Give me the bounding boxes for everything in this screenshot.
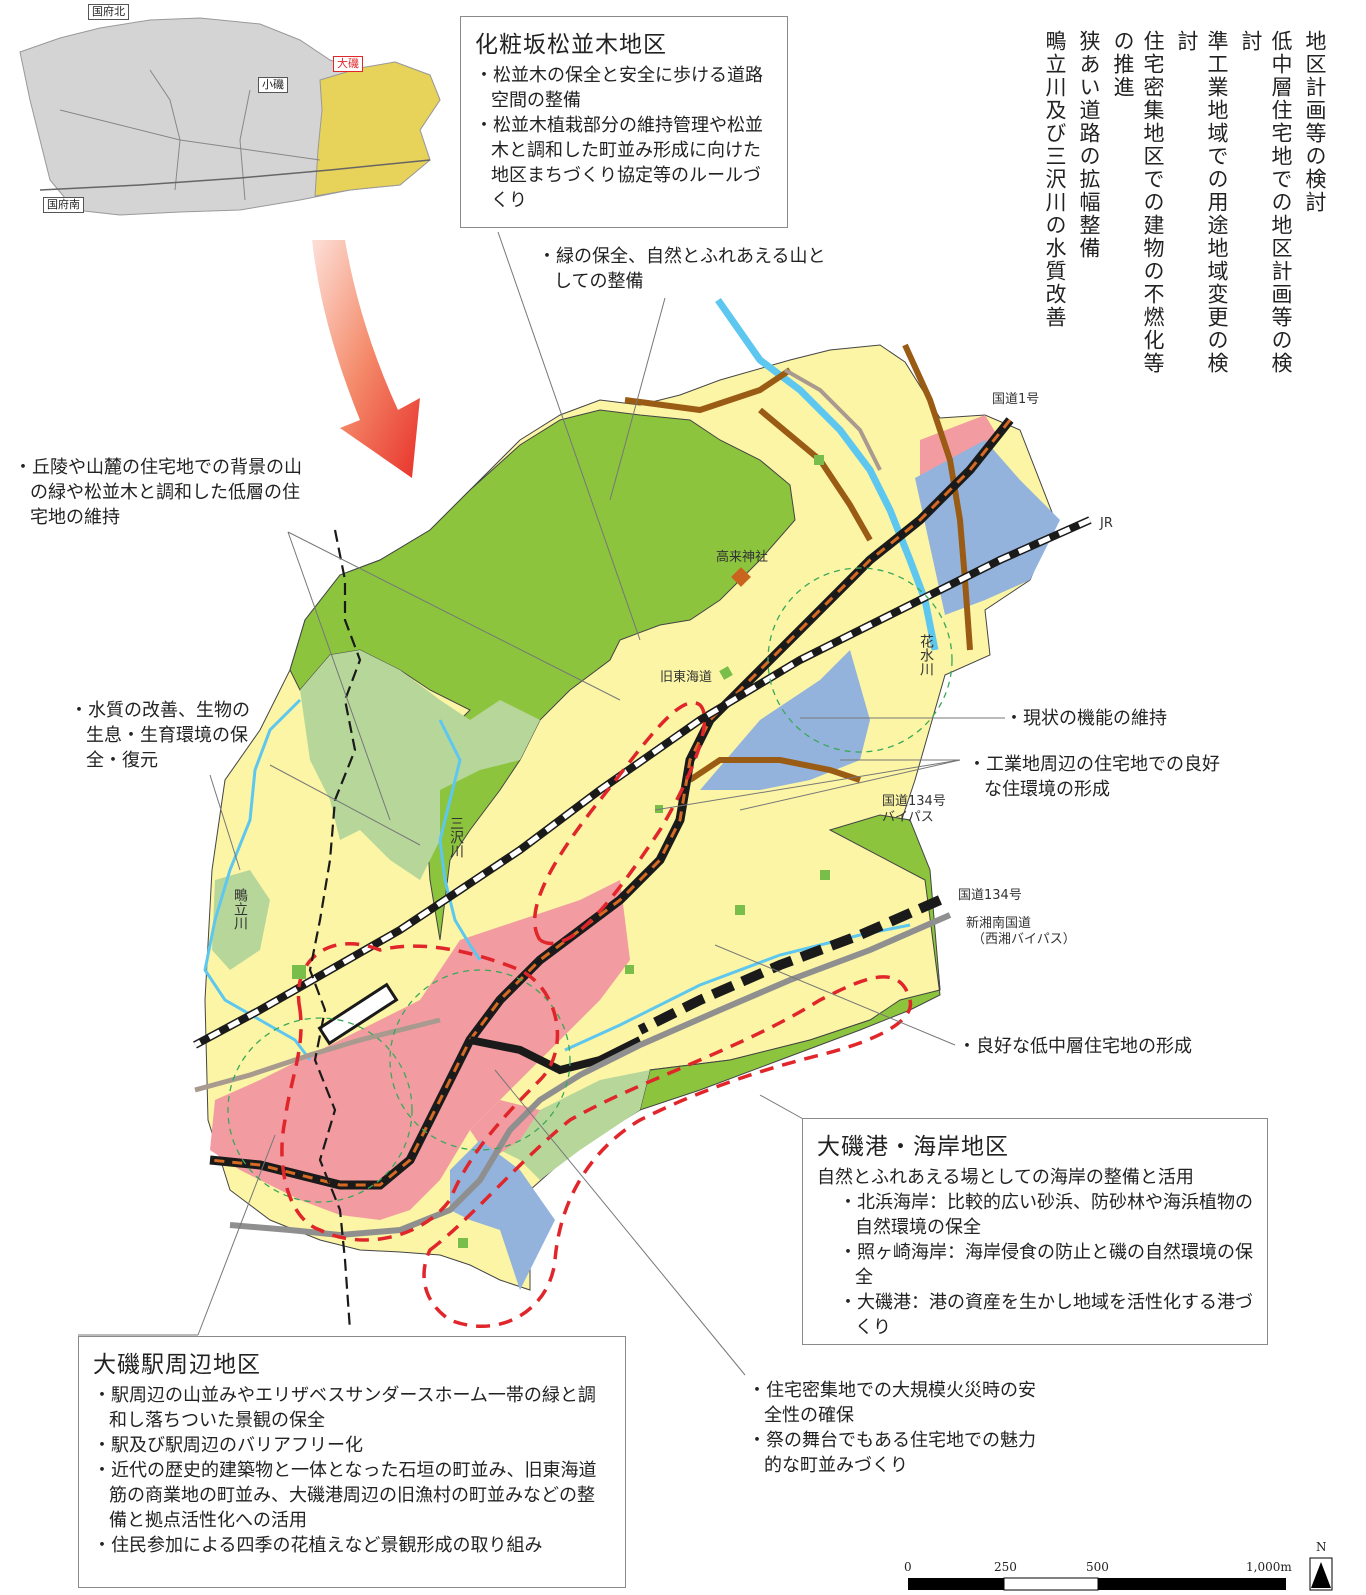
port-item: 照ヶ崎海岸：海岸侵食の防止と磯の自然環境の保全 (839, 1240, 1253, 1290)
river-shigitatsu (203, 698, 312, 1061)
station-item: 駅周辺の山並みやエリザベスサンダースホーム一帯の緑と調和し落ちついた景観の保全 (93, 1383, 611, 1433)
note-lowrise: 良好な低中層住宅地の形成 (958, 1034, 1258, 1059)
north-arrow-icon (1309, 1557, 1333, 1591)
forest-area (289, 409, 796, 941)
vertical-note: 低中層住宅地での地区計画等の検討 (1239, 30, 1293, 375)
label-takaku-shrine: 高来神社 (716, 550, 769, 565)
label-kyutokaido: 旧東海道 (660, 670, 713, 685)
label-route-1: 国道1号 (992, 392, 1040, 407)
river-hanamizu (715, 297, 939, 651)
note-fire-festival: 住宅密集地での大規模火災時の安全性の確保 祭の舞台でもある住宅地での魅力的な町並… (748, 1378, 1048, 1478)
city-boundary (308, 529, 362, 1331)
scale-label-1000: 1,000m (1246, 1560, 1292, 1574)
port-title: 大磯港・海岸地区 (817, 1134, 1009, 1160)
station-title: 大磯駅周辺地区 (93, 1352, 261, 1378)
shrine-icon (731, 567, 751, 587)
scale-label-250: 250 (994, 1560, 1017, 1574)
label-misawa-river: 三沢川 (448, 816, 464, 858)
vertical-note: 狭あい道路の拡幅整備 (1077, 30, 1101, 260)
tag-koiso: 小磯 (258, 77, 288, 93)
oiso-station (317, 982, 399, 1046)
vertical-note: 地区計画等の検討 (1303, 30, 1327, 214)
vertical-notes: 地区計画等の検討 低中層住宅地での地区計画等の検討 準工業地域での用途地域変更の… (990, 30, 1330, 375)
tag-kokufu-south: 国府南 (43, 197, 84, 213)
park-area (300, 650, 540, 880)
station-item: 駅及び駅周辺のバリアフリー化 (93, 1433, 611, 1458)
port-district-box: 大磯港・海岸地区 自然とふれあえる場としての海岸の整備と活用 北浜海岸：比較的広… (802, 1118, 1268, 1345)
tag-kokufu-north: 国府北 (88, 4, 129, 20)
jr-railway (193, 516, 1092, 1049)
label-jr: JR (1100, 516, 1113, 531)
note-industrial: 工業地周辺の住宅地での良好な住環境の形成 (968, 752, 1230, 802)
scale-label-500: 500 (1086, 1560, 1109, 1574)
kewaizaka-item: 松並木植栽部分の維持管理や松並木と調和した町並み形成に向けた地区まちづくり協定等… (475, 113, 773, 213)
label-shinshonan: 新湘南国道 (966, 916, 1032, 931)
note-green: 緑の保全、自然とふれあえる山としての整備 (538, 244, 838, 294)
river-misawa (438, 719, 482, 961)
note-hillside: 丘陵や山麓の住宅地での背景の山の緑や松並木と調和した低層の住宅地の維持 (14, 455, 312, 530)
note-water: 水質の改善、生物の生息・生育環境の保全・復元 (70, 698, 260, 773)
station-item: 近代の歴史的建築物と一体となった石垣の町並み、旧東海道筋の商業地の町並み、大磯港… (93, 1458, 611, 1533)
label-hanamizu-river: 花水川 (918, 634, 934, 676)
curved-arrow-icon (312, 240, 420, 478)
industrial-area (700, 650, 870, 790)
scale-label-0: 0 (904, 1560, 912, 1574)
vertical-note: 鴫立川及び三沢川の水質改善 (1043, 30, 1067, 329)
overview-inset-map (19, 17, 441, 216)
vertical-note: 準工業地域での用途地域変更の検討 (1175, 30, 1229, 375)
label-seisho-bypass: （西湘バイパス） (972, 932, 1076, 947)
focus-areas (280, 701, 913, 1328)
seisho-bypass (637, 895, 943, 1035)
label-shigitatsu-river: 鴫立川 (232, 888, 248, 930)
kewaizaka-item: 松並木の保全と安全に歩ける道路空間の整備 (475, 63, 773, 113)
port-item: 北浜海岸：比較的広い砂浜、防砂林や海浜植物の自然環境の保全 (839, 1190, 1253, 1240)
station-district-box: 大磯駅周辺地区 駅周辺の山並みやエリザベスサンダースホーム一帯の緑と調和し落ちつ… (78, 1336, 626, 1588)
vertical-note: 住宅密集地区での建物の不燃化等の推進 (1111, 30, 1165, 375)
district-map (193, 297, 1092, 1331)
label-route-134-bypass: 国道134号 (882, 794, 946, 809)
station-item: 住民参加による四季の花植えなど景観形成の取り組み (93, 1533, 611, 1558)
port-lead: 自然とふれあえる場としての海岸の整備と活用 (817, 1167, 1194, 1188)
port-item: 大磯港：港の資産を生かし地域を活性化する港づくり (839, 1290, 1253, 1340)
scale-bar (908, 1577, 1286, 1591)
label-route-134: 国道134号 (958, 888, 1022, 903)
note-maintain: 現状の機能の維持 (1005, 706, 1255, 731)
kewaizaka-district-box: 化粧坂松並木地区 松並木の保全と安全に歩ける道路空間の整備 松並木植栽部分の維持… (460, 16, 788, 228)
tag-oiso: 大磯 (333, 56, 363, 72)
north-label: N (1316, 1540, 1327, 1554)
label-route-134-bypass-2: バイパス (882, 810, 934, 825)
kewaizaka-title: 化粧坂松並木地区 (475, 32, 667, 58)
